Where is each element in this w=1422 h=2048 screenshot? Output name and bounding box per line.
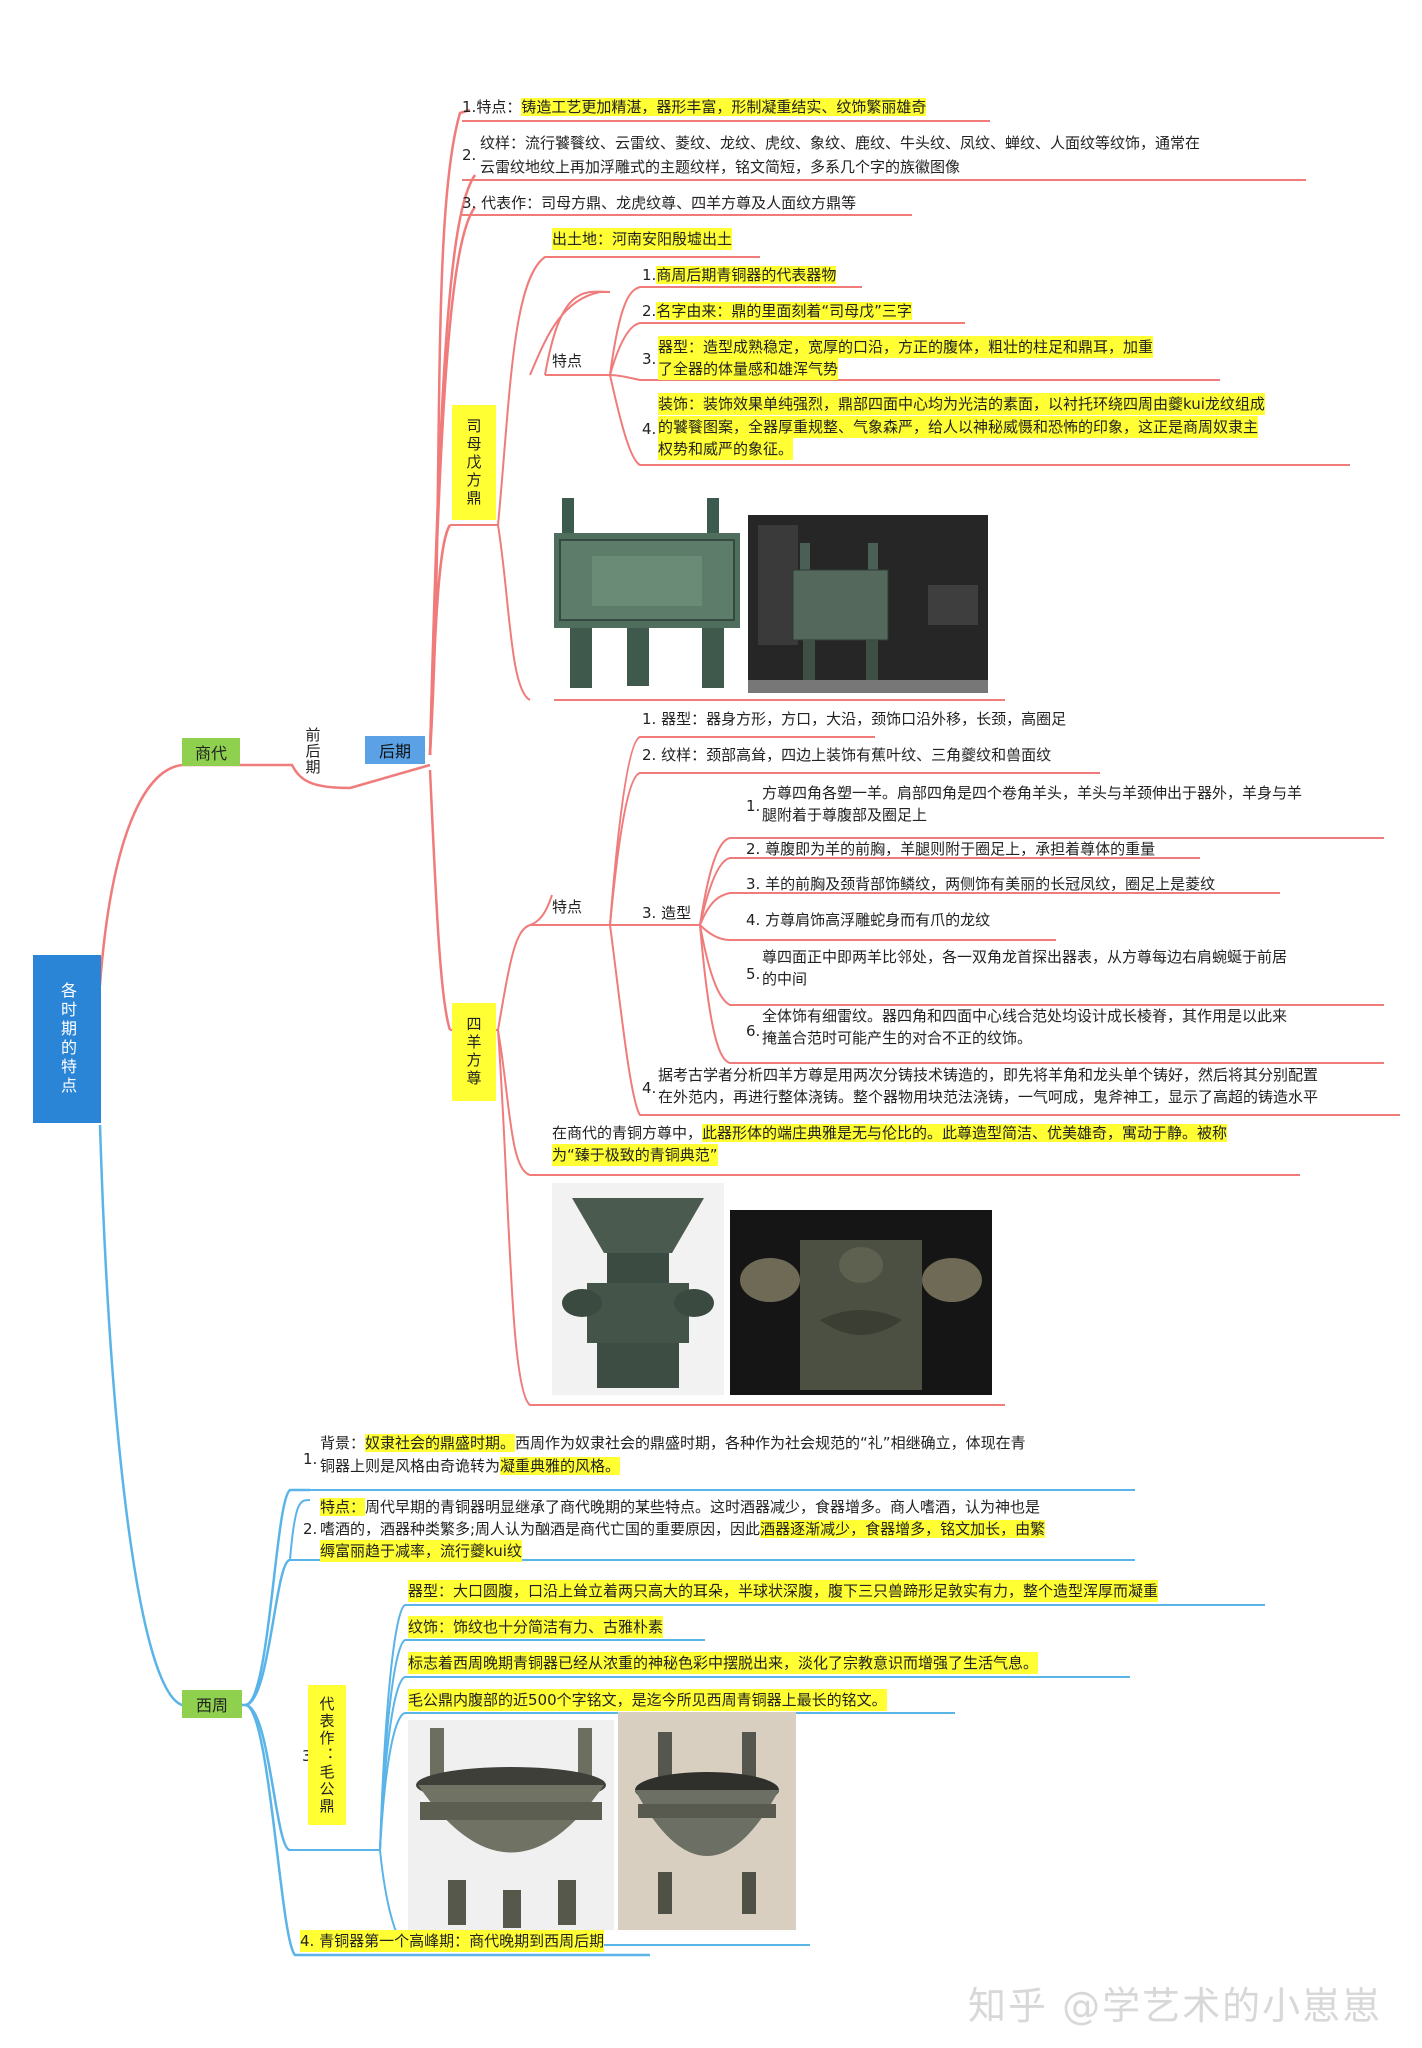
feature-label: 特点：: [476, 98, 522, 116]
siyang-item-4-num: 4.: [642, 1079, 657, 1097]
item-text: 方尊肩饰高浮雕蛇身而有爪的龙纹: [765, 911, 991, 929]
shape-item-1-line2: 腿附着于尊腹部及圈足上: [762, 806, 928, 824]
xizhou-item-1-num: 1.: [303, 1450, 318, 1468]
item-text: 纹样：颈部高耸，四边上装饰有蕉叶纹、三角夔纹和兽面纹: [661, 746, 1052, 764]
simuwu-title[interactable]: 司母戊方鼎: [452, 405, 496, 520]
body: 西周作为奴隶社会的鼎盛时期，各种作为社会规范的“礼”相继确立，体现在青: [515, 1434, 1026, 1452]
body: 铜器上则是风格由奇诡转为: [320, 1457, 501, 1475]
siyang-item-2: 2. 纹样：颈部高耸，四边上装饰有蕉叶纹、三角夔纹和兽面纹: [642, 744, 1051, 766]
shape-item-1-num: 1.: [746, 797, 761, 815]
siyang-item-4-line1: 据考古学者分析四羊方尊是用两次分铸技术铸造的，即先将羊角和龙头单个铸好，然后将其…: [658, 1066, 1319, 1084]
num: 2.: [642, 302, 657, 320]
xizhou-item-1-line1: 背景：奴隶社会的鼎盛时期。西周作为奴隶社会的鼎盛时期，各种作为社会规范的“礼”相…: [320, 1432, 1026, 1454]
xizhou-item-2-line3: 缛富丽趋于减率，流行夔kui纹: [320, 1540, 522, 1562]
shang-feature-2-line1: 纹样：流行饕餮纹、云雷纹、菱纹、龙纹、虎纹、象纹、鹿纹、牛头纹、凤纹、蝉纹、人面…: [480, 134, 1201, 152]
body: 周代早期的青铜器明显继承了商代晚期的某些特点。这时酒器减少，食器增多。商人嗜酒，…: [365, 1498, 1041, 1516]
xizhou-peak: 4. 青铜器第一个高峰期：商代晚期到西周后期: [300, 1930, 605, 1952]
period-node[interactable]: 前后期: [303, 727, 322, 775]
maogong-item-3: 标志着西周晚期青铜器已经从浓重的神秘色彩中摆脱出来，淡化了宗教意识而增强了生活气…: [408, 1652, 1039, 1674]
shape-item-3: 3. 羊的前胸及颈背部饰鳞纹，两侧饰有美丽的长冠凤纹，圈足上是菱纹: [746, 873, 1215, 895]
num: 2.: [642, 746, 657, 764]
siyang-photo-1: [552, 1183, 724, 1395]
maogong-title[interactable]: 代表作：毛公鼎: [308, 1685, 346, 1825]
shape-item-6-num: 6.: [746, 1022, 761, 1040]
shape-item-5-line2: 的中间: [762, 970, 808, 988]
maogong-item-4: 毛公鼎内腹部的近500个字铭文，是迄今所见西周青铜器上最长的铭文。: [408, 1689, 887, 1711]
siyang-item-4-line2: 在外范内，再进行整体浇铸。整个器物用块范法浇铸，一气呵成，鬼斧神工，显示了高超的…: [658, 1088, 1319, 1106]
item-text: 商周后期青铜器的代表器物: [656, 266, 837, 284]
num: 1.: [642, 266, 657, 284]
siyang-feature-label: 特点: [552, 898, 583, 916]
simuwu-item-3-line1: 器型：造型成熟稳定，宽厚的口沿，方正的腹体，粗壮的柱足和鼎耳，加重: [658, 336, 1154, 358]
num: 3.: [746, 875, 761, 893]
item-text: 尊腹即为羊的前胸，羊腿则附于圈足上，承担着尊体的重量: [765, 840, 1156, 858]
shape-item-4: 4. 方尊肩饰高浮雕蛇身而有爪的龙纹: [746, 909, 990, 931]
shape-item-1-line1: 方尊四角各塑一羊。肩部四角是四个卷角羊头，羊头与羊颈伸出于器外，羊身与羊: [762, 784, 1303, 802]
shang-feature-1: 1.特点：铸造工艺更加精湛，器形丰富，形制凝重结实、纹饰繁丽雄奇: [462, 96, 927, 118]
shang-feature-2-num: 2.: [462, 146, 477, 164]
simuwu-item-3-line2: 了全器的体量感和雄浑气势: [658, 358, 839, 380]
shang-node[interactable]: 商代: [182, 738, 240, 766]
shape-item-5-line1: 尊四面正中即两羊比邻处，各一双角龙首探出器表，从方尊每边右肩蜿蜒于前居: [762, 948, 1288, 966]
simuwu-item-2: 2.名字由来：鼎的里面刻着“司母戊”三字: [642, 300, 912, 322]
summary-a: 在商代的青铜方尊中，: [552, 1124, 703, 1142]
highlight: 酒器逐渐减少，食器增多，铭文加长，由繁: [760, 1520, 1046, 1538]
item-text: 名字由来：鼎的里面刻着“司母戊”三字: [656, 302, 912, 320]
item-text: 羊的前胸及颈背部饰鳞纹，两侧饰有美丽的长冠凤纹，圈足上是菱纹: [765, 875, 1216, 893]
label: 特点：: [320, 1498, 366, 1516]
shang-feature-3: 3. 代表作：司母方鼎、龙虎纹尊、四羊方尊及人面纹方鼎等: [462, 192, 856, 214]
summary-b: 此器形体的端庄典雅是无与伦比的。此尊造型简洁、优美雄奇，寓动于静。被称: [702, 1124, 1228, 1142]
watermark: 知乎 @学艺术的小崽崽: [968, 1984, 1383, 2028]
siyang-summary-line1: 在商代的青铜方尊中，此器形体的端庄典雅是无与伦比的。此尊造型简洁、优美雄奇，寓动…: [552, 1122, 1228, 1144]
feature-text: 代表作：司母方鼎、龙虎纹尊、四羊方尊及人面纹方鼎等: [481, 194, 857, 212]
maogong-item-2: 纹饰：饰纹也十分简洁有力、古雅朴素: [408, 1616, 664, 1638]
num: 2.: [746, 840, 761, 858]
shape-item-6-line2: 掩盖合范时可能产生的对合不正的纹饰。: [762, 1029, 1033, 1047]
simuwu-item-4-line3: 权势和威严的象征。: [658, 438, 794, 460]
label: 背景：: [320, 1434, 366, 1452]
shape-item-5-num: 5.: [746, 965, 761, 983]
siyang-item-1: 1. 器型：器身方形，方口，大沿，颈饰口沿外移，长颈，高圈足: [642, 708, 1066, 730]
shape-item-6-line1: 全体饰有细雷纹。器四角和四面中心线合范处均设计成长棱脊，其作用是以此来: [762, 1007, 1288, 1025]
shang-feature-2-line2: 云雷纹地纹上再加浮雕式的主题纹样，铭文简短，多系几个字的族徽图像: [480, 158, 961, 176]
feature-text: 铸造工艺更加精湛，器形丰富，形制凝重结实、纹饰繁丽雄奇: [521, 98, 927, 116]
item-text: 器型：器身方形，方口，大沿，颈饰口沿外移，长颈，高圈足: [661, 710, 1067, 728]
siyang-title[interactable]: 四羊方尊: [452, 1003, 496, 1101]
late-period-node[interactable]: 后期: [365, 736, 425, 764]
siyang-shape-label: 3. 造型: [642, 904, 692, 922]
body: 嗜酒的，酒器种类繁多;周人认为酗酒是商代亡国的重要原因，因此: [320, 1520, 761, 1538]
root-node[interactable]: 各时期的特点: [33, 955, 101, 1123]
highlight: 奴隶社会的鼎盛时期。: [365, 1434, 516, 1452]
maogong-item-1: 器型：大口圆腹，口沿上耸立着两只高大的耳朵，半球状深腹，腹下三只兽蹄形足敦实有力…: [408, 1580, 1159, 1602]
highlight: 凝重典雅的风格。: [500, 1457, 621, 1475]
siyang-photo-2: [730, 1210, 992, 1395]
simuwu-item-4-line2: 的饕餮图案，全器厚重规整、气象森严，给人以神秘威慑和恐怖的印象，这正是商周奴隶主: [658, 416, 1259, 438]
num: 3.: [462, 194, 477, 212]
simuwu-item-4-line1: 装饰：装饰效果单纯强烈，鼎部四面中心均为光洁的素面，以衬托环绕四周由夔kui龙纹…: [658, 393, 1265, 415]
maogong-photo-1: [408, 1720, 614, 1930]
xizhou-node[interactable]: 西周: [182, 1690, 242, 1718]
simuwu-photo-2: [748, 515, 988, 693]
simuwu-origin: 出土地：河南安阳殷墟出土: [552, 228, 733, 250]
xizhou-item-2-line2: 嗜酒的，酒器种类繁多;周人认为酗酒是商代亡国的重要原因，因此酒器逐渐减少，食器增…: [320, 1518, 1046, 1540]
siyang-summary-line2: 为“臻于极致的青铜典范”: [552, 1144, 718, 1166]
xizhou-item-2-num: 2.: [303, 1520, 318, 1538]
simuwu-photo-1: [552, 478, 742, 693]
shape-item-2: 2. 尊腹即为羊的前胸，羊腿则附于圈足上，承担着尊体的重量: [746, 838, 1155, 860]
num: 1.: [462, 98, 477, 116]
simuwu-item-1: 1.商周后期青铜器的代表器物: [642, 264, 837, 286]
xizhou-item-2-line1: 特点：周代早期的青铜器明显继承了商代晚期的某些特点。这时酒器减少，食器增多。商人…: [320, 1496, 1040, 1518]
num: 1.: [642, 710, 657, 728]
maogong-photo-2: [618, 1712, 796, 1930]
simuwu-feature-label: 特点: [552, 352, 583, 370]
num: 4.: [746, 911, 761, 929]
xizhou-item-1-line2: 铜器上则是风格由奇诡转为凝重典雅的风格。: [320, 1455, 621, 1477]
simuwu-item-4-num: 4.: [642, 420, 657, 438]
simuwu-item-3-num: 3.: [642, 350, 657, 368]
